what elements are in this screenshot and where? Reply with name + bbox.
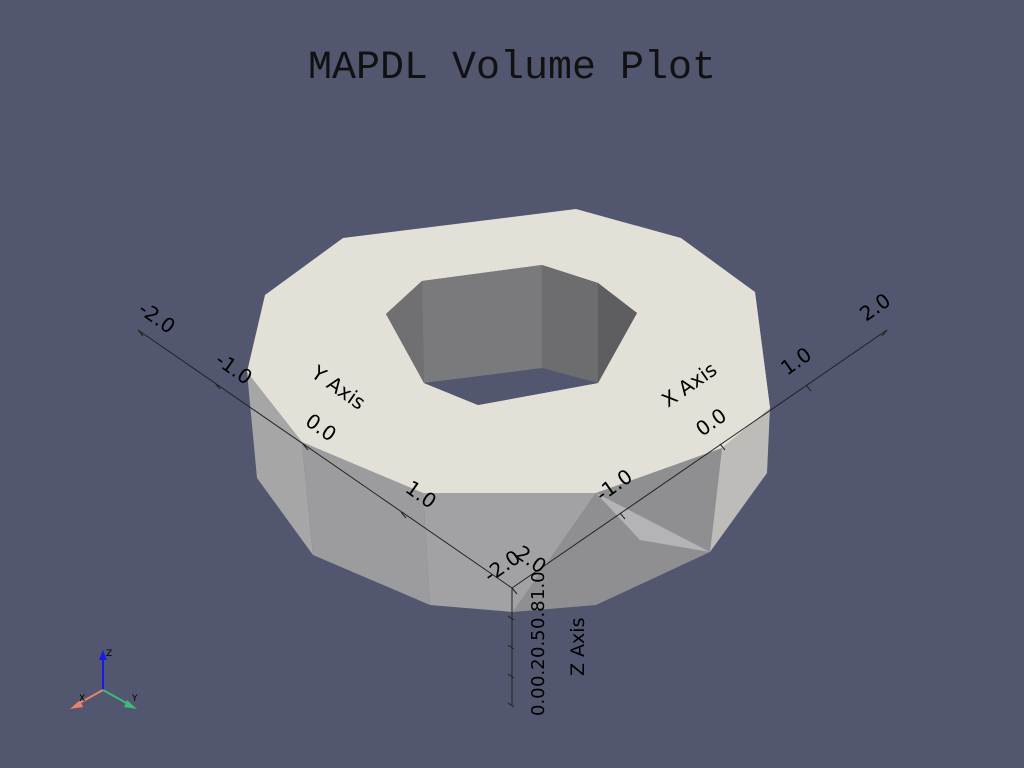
z-axis-ticks: 0.0 0.2 0.5 0.8 1.0 Z Axis [528,571,589,716]
plot-title: MAPDL Volume Plot [307,46,717,91]
outer-side-face [513,448,722,612]
outer-side-face [423,493,596,612]
bore-wall [386,281,424,383]
top-face [247,209,770,493]
z-axis-title: Z Axis [567,618,589,676]
triad-y-label: Y [131,694,138,704]
axes-lines [137,329,888,708]
triad-z-head [99,650,107,660]
volume-body [247,209,770,612]
triad-y-arrow [102,689,131,706]
z-tick-label: 0.0 [528,687,549,716]
bore-wall [598,283,637,383]
x-tick-label: 2.0 [855,288,895,326]
x-axis-line [511,329,888,589]
outer-side-face [710,408,770,552]
z-tick-label: 0.8 [528,600,549,629]
outer-side-face [302,442,430,605]
triad-y-head [124,700,137,709]
z-tick-label: 1.0 [528,571,549,600]
outer-side-face [596,493,710,552]
triad-x-label: X [79,694,85,704]
bore-wall [542,265,598,383]
outer-side-face [247,372,313,555]
y-axis-line [137,329,513,589]
triad-z-label: Z [106,649,112,659]
triad-x-head [70,700,83,709]
bore-opening [424,368,598,405]
x-tick-label: 1.0 [776,342,816,380]
z-tick-label: 0.5 [528,629,549,658]
bore-wall [422,265,542,383]
z-tick-label: 0.2 [528,658,549,687]
orientation-triad: Z X Y [70,649,138,709]
